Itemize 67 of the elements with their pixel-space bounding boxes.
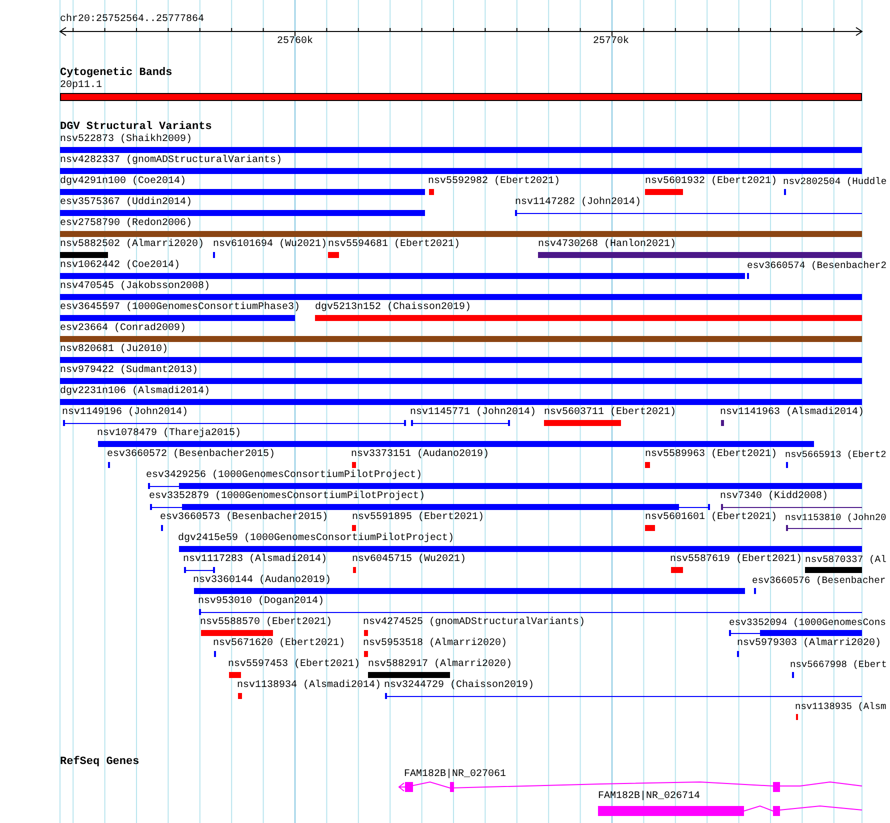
variant-label: nsv1153810 (John20 xyxy=(785,513,886,523)
variant-label: esv3660576 (Besenbacher xyxy=(752,576,886,586)
variant-label: nsv5597453 (Ebert2021) xyxy=(228,660,360,670)
variant-label: esv3645597 (1000GenomesConsortiumPhase3) xyxy=(60,303,300,313)
variant-label: nsv4274525 (gnomADStructuralVariants) xyxy=(363,618,586,628)
variant-label: nsv5603711 (Ebert2021) xyxy=(544,408,676,418)
variant-label: nsv3360144 (Audano2019) xyxy=(193,576,332,586)
coordinate-label: chr20:25752564..25777864 xyxy=(60,15,204,25)
variant-label: nsv1062442 (Coe2014) xyxy=(60,261,180,271)
track-title: RefSeq Genes xyxy=(60,757,140,768)
variant-label: nsv3244729 (Chaisson2019) xyxy=(384,681,534,691)
variant-label: nsv7340 (Kidd2008) xyxy=(720,492,828,502)
variant-label: esv2758790 (Redon2006) xyxy=(60,219,192,229)
variant-label: nsv5587619 (Ebert2021) xyxy=(670,555,802,565)
variant-label: nsv470545 (Jakobsson2008) xyxy=(60,282,210,292)
variant-label: esv3660574 (Besenbacher2 xyxy=(747,261,887,271)
variant-label: nsv1145771 (John2014) xyxy=(410,408,536,418)
track-title: Cytogenetic Bands xyxy=(60,68,172,79)
variant-label: nsv2802504 (Huddle xyxy=(783,177,887,187)
variant-label: esv3429256 (1000GenomesConsortiumPilotProject) xyxy=(146,471,422,481)
axis-tick-label: 25760k xyxy=(277,37,314,47)
gene-label: FAM182B|NR_026714 xyxy=(598,792,700,802)
variant-label: nsv5594681 (Ebert2021) xyxy=(328,240,460,250)
variant-label: nsv5667998 (Ebert xyxy=(790,660,887,670)
variant-label: nsv6101694 (Wu2021) xyxy=(213,240,328,250)
variant-label: nsv820681 (Ju2010) xyxy=(60,345,168,355)
variant-label: nsv5882917 (Almarri2020) xyxy=(368,660,512,670)
variant-label: esv3660573 (Besenbacher2015) xyxy=(160,513,328,523)
variant-label: nsv953010 (Dogan2014) xyxy=(198,597,324,607)
variant-label: esv3660572 (Besenbacher2015) xyxy=(107,450,276,460)
variant-label: nsv522873 (Shaikh2009) xyxy=(60,135,192,145)
track-title: DGV Structural Variants xyxy=(60,122,212,133)
variant-label: nsv1078479 (Thareja2015) xyxy=(97,429,242,439)
band-label: 20p11.1 xyxy=(60,81,102,91)
variant-label: nsv4730268 (Hanlon2021) xyxy=(538,240,676,250)
variant-label: nsv5592982 (Ebert2021) xyxy=(428,177,560,187)
variant-label: dgv4291n100 (Coe2014) xyxy=(60,177,186,187)
variant-label: nsv1138934 (Alsmadi2014) xyxy=(237,681,382,691)
variant-label: nsv6045715 (Wu2021) xyxy=(352,555,466,565)
variant-label: esv3352094 (1000GenomesCons xyxy=(729,618,886,628)
variant-label: nsv5870337 (Al xyxy=(805,555,886,565)
variant-label: nsv5953518 (Almarri2020) xyxy=(363,639,508,649)
variant-label: nsv5665913 (Ebert2 xyxy=(785,450,886,460)
gene-label: FAM182B|NR_027061 xyxy=(404,770,506,780)
variant-label: nsv5601932 (Ebert2021) xyxy=(645,177,778,187)
variant-label: nsv1141963 (Alsmadi2014) xyxy=(720,408,864,418)
variant-label: nsv5589963 (Ebert2021) xyxy=(645,450,778,460)
axis-tick-label: 25770k xyxy=(593,37,630,47)
variant-label: nsv5601601 (Ebert2021) xyxy=(645,513,778,523)
variant-label: esv23664 (Conrad2009) xyxy=(60,324,186,334)
variant-label: nsv3373151 (Audano2019) xyxy=(351,450,490,460)
variant-label: esv3352879 (1000GenomesConsortiumPilotProject) xyxy=(149,492,426,502)
variant-label: nsv5882502 (Almarri2020) xyxy=(60,240,204,250)
variant-label: nsv1147282 (John2014) xyxy=(515,198,642,208)
variant-label: dgv2231n106 (Alsmadi2014) xyxy=(60,387,210,397)
variant-label: nsv5671620 (Ebert2021) xyxy=(213,639,346,649)
variant-label: nsv5588570 (Ebert2021) xyxy=(200,618,332,628)
variant-label: dgv2415e59 (1000GenomesConsortiumPilotProject) xyxy=(178,534,454,544)
variant-label: nsv1138935 (Alsm xyxy=(795,702,886,712)
variant-label: nsv979422 (Sudmant2013) xyxy=(60,366,198,376)
variant-label: esv3575367 (Uddin2014) xyxy=(60,198,192,208)
variant-label: nsv1149196 (John2014) xyxy=(62,408,188,418)
variant-label: dgv5213n152 (Chaisson2019) xyxy=(315,303,472,313)
variant-label: nsv1117283 (Alsmadi2014) xyxy=(183,555,328,565)
variant-label: nsv5591895 (Ebert2021) xyxy=(352,513,484,523)
variant-label: nsv4282337 (gnomADStructuralVariants) xyxy=(60,156,282,166)
variant-label: nsv5979303 (Almarri2020) xyxy=(737,639,882,649)
